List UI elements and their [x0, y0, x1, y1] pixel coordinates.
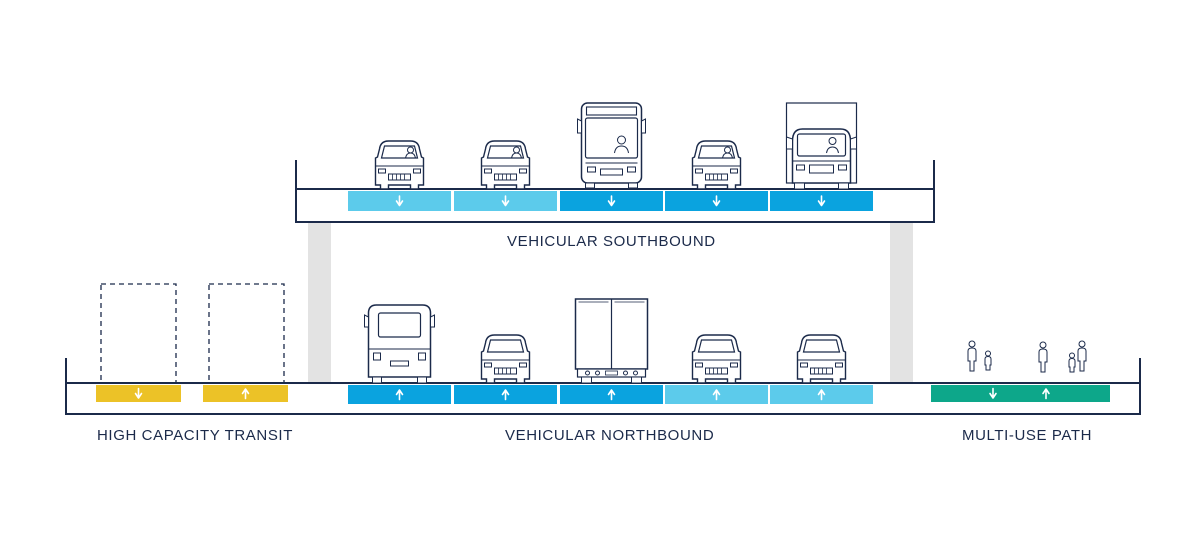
- pedestrian-adult: [1038, 341, 1048, 373]
- transit-lanes: [96, 385, 288, 402]
- car-icon: [480, 334, 531, 384]
- pedestrian-adult: [967, 340, 977, 372]
- car-icon: [691, 334, 742, 384]
- lower-lanes: [348, 298, 873, 404]
- arrow-down-icon: [712, 195, 721, 207]
- upper-deck-outline: [295, 160, 935, 223]
- arrow-up-icon: [1042, 388, 1050, 400]
- multi-use-path-label: MULTI-USE PATH: [962, 427, 1093, 444]
- transit-envelope-left: [100, 283, 177, 384]
- southbound-label: VEHICULAR SOUTHBOUND: [507, 233, 716, 250]
- car-icon: [480, 140, 531, 190]
- arrow-down-icon: [501, 195, 510, 207]
- arrow-up-icon: [241, 388, 250, 400]
- car-icon: [691, 140, 742, 190]
- multi-use-path-lane: [931, 385, 1110, 402]
- truck-icon: [785, 102, 858, 190]
- arrow-down-icon: [395, 195, 404, 207]
- lower-deck: [65, 283, 1141, 415]
- arrow-up-icon: [712, 389, 721, 401]
- car-icon: [374, 140, 425, 190]
- transit-envelope-right: [208, 283, 285, 384]
- support-pillars: [308, 222, 913, 382]
- high-capacity-transit-label: HIGH CAPACITY TRANSIT: [97, 427, 293, 444]
- lower-deck-outline: [65, 358, 1141, 415]
- upper-lanes: [348, 102, 873, 211]
- pedestrian-child: [1068, 352, 1076, 373]
- bus-icon: [576, 102, 647, 189]
- northbound-label: VEHICULAR NORTHBOUND: [505, 427, 715, 444]
- arrow-down-icon: [817, 195, 826, 207]
- upper-deck: [295, 102, 935, 223]
- arrow-up-icon: [607, 389, 616, 401]
- car-icon: [796, 334, 847, 384]
- arrow-up-icon: [501, 389, 510, 401]
- arrow-up-icon: [395, 389, 404, 401]
- left-pillar: [308, 222, 331, 382]
- multi-use-path-arrows: [989, 387, 1050, 400]
- arrow-down-icon: [134, 387, 143, 399]
- arrow-up-icon: [817, 389, 826, 401]
- arrow-down-icon: [607, 195, 616, 207]
- arrow-down-icon: [989, 387, 997, 399]
- pedestrian-adult: [1077, 340, 1087, 372]
- pedestrians: [967, 340, 1087, 373]
- bus-rear-icon: [363, 304, 436, 384]
- right-pillar: [890, 222, 913, 382]
- pedestrian-child: [984, 350, 992, 371]
- truck-rear-icon: [574, 298, 649, 384]
